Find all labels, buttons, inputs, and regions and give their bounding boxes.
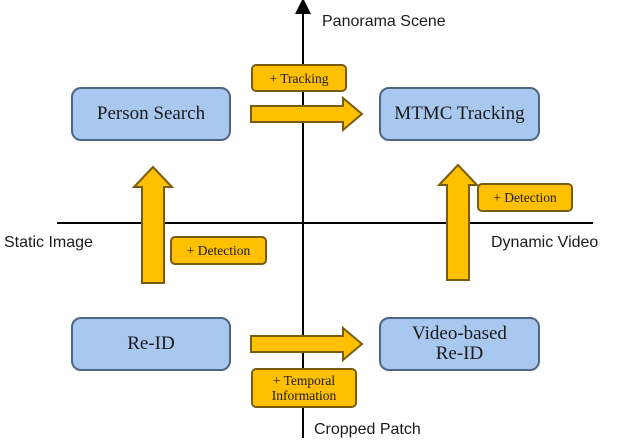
arrow-reid-to-person-search <box>131 165 175 284</box>
tag-temporal-information: + Temporal Information <box>251 368 357 408</box>
tag-temporal-information-label: + Temporal Information <box>271 373 337 403</box>
box-mtmc-tracking-label: MTMC Tracking <box>394 103 525 124</box>
box-reid: Re-ID <box>71 317 231 371</box>
axis-label-right: Dynamic Video <box>491 234 599 251</box>
box-person-search-label: Person Search <box>96 103 206 124</box>
arrow-person-search-to-mtmc <box>250 95 364 133</box>
axis-label-top: Panorama Scene <box>322 13 446 30</box>
tag-detection-right-label: + Detection <box>493 190 557 205</box>
tag-detection-right: + Detection <box>477 183 573 212</box>
box-person-search: Person Search <box>71 87 231 141</box>
arrow-video-reid-to-mtmc <box>436 163 480 281</box>
tag-tracking: + Tracking <box>251 64 347 92</box>
axis-label-left: Static Image <box>4 234 93 251</box>
box-reid-label: Re-ID <box>127 333 175 354</box>
axis-label-bottom: Cropped Patch <box>314 421 421 438</box>
tag-tracking-label: + Tracking <box>269 70 329 86</box>
tag-detection-left: + Detection <box>170 236 267 265</box>
box-video-reid-label: Video-based Re-ID <box>412 323 507 364</box>
box-video-reid: Video-based Re-ID <box>379 317 540 371</box>
tag-detection-left-label: + Detection <box>186 243 251 258</box>
box-mtmc-tracking: MTMC Tracking <box>379 87 540 141</box>
arrow-reid-to-video-reid <box>250 325 364 363</box>
